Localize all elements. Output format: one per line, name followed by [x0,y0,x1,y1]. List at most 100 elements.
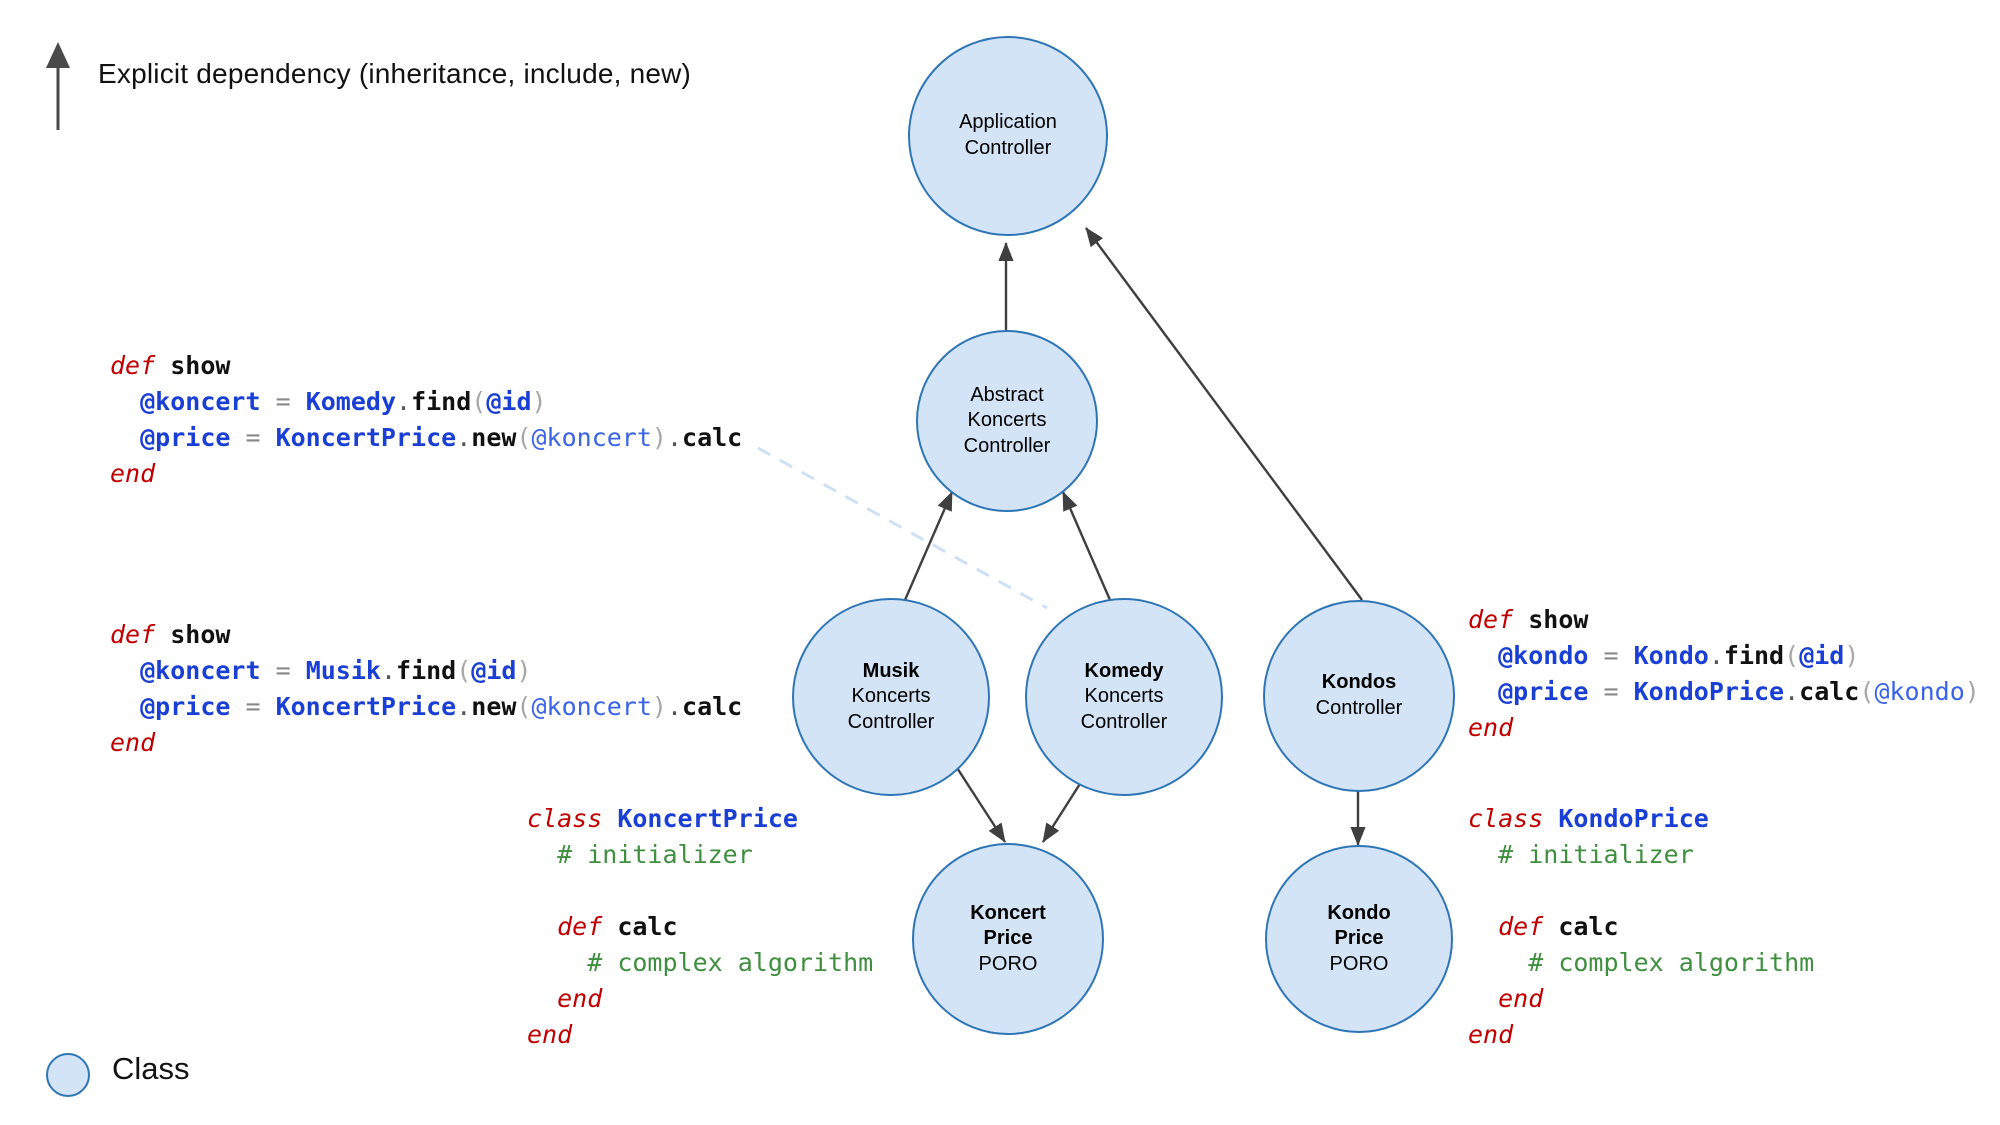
code-token: ) [1844,641,1860,670]
node-label-line: Koncerts [851,685,931,708]
code-token: @koncert [531,423,652,452]
node-label-line: PORO [978,952,1038,975]
code-line: @price = KondoPrice.calc(@kondo) [1468,674,1980,710]
code-line: @price = KoncertPrice.new(@koncert).calc [110,420,742,456]
up-arrow-icon [46,42,70,130]
code-token: . [396,387,412,416]
code-line: # initializer [527,837,873,873]
code-token: calc [1558,912,1619,941]
code-token: @price [1498,677,1589,706]
node-label-line: Kondo [1327,901,1391,924]
code-token [527,912,557,941]
code-token: = [1588,641,1634,670]
code-line: end [110,725,742,761]
code-token: @koncert [140,656,261,685]
code-token: ) [1964,677,1980,706]
code-token: end [1498,984,1544,1013]
code-token: def [1468,605,1529,634]
code-token: KondoPrice [1633,677,1785,706]
code-token: @price [140,692,231,721]
code-token [527,840,557,869]
code-token: = [230,692,276,721]
code-token: calc [682,423,743,452]
code-token: @id [471,656,517,685]
node-label-line: Controller [964,137,1052,159]
code-line: # complex algorithm [527,945,873,981]
code-token: @kondo [1874,677,1965,706]
code-token: ) [651,423,667,452]
legend-class-label: Class [112,1051,190,1086]
code-token: . [1784,677,1800,706]
code-line: @koncert = Musik.find(@id) [110,653,742,689]
node-label-line: Musik [862,659,920,682]
code-token: KoncertPrice [275,692,457,721]
code-line [527,873,873,909]
code-line: def calc [527,909,873,945]
code-token: @kondo [1498,641,1589,670]
code-token [1468,984,1498,1013]
code-line: @price = KoncertPrice.new(@koncert).calc [110,689,742,725]
node-label-line: Application [959,111,1057,134]
code-line: end [110,456,742,492]
edge-musik-to-koncertprice [948,756,1007,843]
code-token [527,984,557,1013]
code-token: Kondo [1633,641,1709,670]
code-line: end [1468,710,1980,746]
code-token: . [666,423,683,452]
code-token: . [456,423,472,452]
code-token: def [1498,912,1559,941]
code-line: end [527,981,873,1017]
code-token: @koncert [140,387,261,416]
code-token: . [666,692,683,721]
code-line: class KoncertPrice [527,801,873,837]
code-line: end [1468,981,1814,1017]
code-line: class KondoPrice [1468,801,1814,837]
node-label-line: Koncerts [967,409,1047,432]
code-line: # complex algorithm [1468,945,1814,981]
code-token: calc [1799,677,1860,706]
legend-explicit-dependency-label: Explicit dependency (inheritance, includ… [98,58,692,89]
node-label-line: Abstract [970,383,1044,406]
code-line [1468,873,1814,909]
code-token [110,656,140,685]
code-token: ( [516,423,532,452]
code-token [527,948,587,977]
code-token: end [527,1020,573,1049]
code-token: = [1588,677,1634,706]
code-line: def show [110,348,742,384]
code-token: show [170,620,231,649]
code-token: Musik [305,656,381,685]
code-token: find [396,656,457,685]
code-token: end [1468,1020,1514,1049]
code-token: class [1468,804,1559,833]
code-token: KoncertPrice [617,804,798,833]
code-token: ( [1859,677,1875,706]
code-token: # complex algorithm [1528,948,1815,977]
node-label-line: Koncerts [1084,685,1164,708]
code-line: @koncert = Komedy.find(@id) [110,384,742,420]
code-token: def [110,620,171,649]
code-token: . [380,656,397,685]
code-token: show [170,351,231,380]
code-token: ( [1784,641,1800,670]
code-token: ( [471,387,487,416]
code-token: . [456,692,472,721]
code-token: = [260,656,306,685]
node-label-line: Kondos [1321,671,1397,694]
code-token: ) [516,656,532,685]
code-token: end [110,728,156,757]
code-token [1468,840,1498,869]
code-token [110,423,140,452]
code-token: = [230,423,276,452]
code-token [1468,948,1528,977]
code-token: @id [486,387,532,416]
code-line: def show [1468,602,1980,638]
code-token: @id [1799,641,1845,670]
